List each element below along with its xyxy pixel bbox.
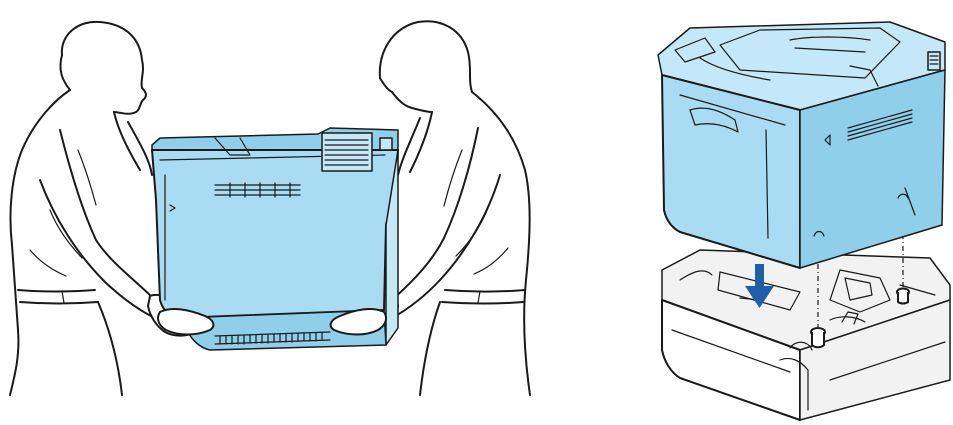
lower-tray — [662, 250, 950, 420]
vent-front — [215, 183, 300, 197]
lift-panel — [10, 21, 530, 395]
install-panel — [658, 22, 950, 420]
printer-top — [658, 22, 945, 268]
